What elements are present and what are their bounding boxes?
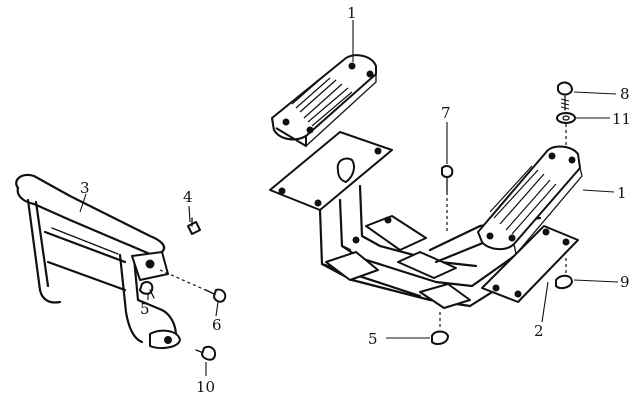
bolt-4 xyxy=(187,217,201,235)
footrest-frame xyxy=(269,131,579,309)
bolt-6 xyxy=(159,269,227,303)
bolt-7 xyxy=(441,165,454,232)
bolt-5-left xyxy=(139,281,155,299)
callout-1-left-footboard: 1 xyxy=(347,4,357,22)
callout-3: 3 xyxy=(80,179,90,197)
callout-labels: 1 1 2 3 4 5 5 6 7 8 9 10 11 xyxy=(80,4,631,396)
callout-5-bottom: 5 xyxy=(368,330,378,348)
callout-10: 10 xyxy=(196,378,215,396)
callout-4: 4 xyxy=(183,188,193,206)
callout-5-left: 5 xyxy=(140,300,150,318)
callout-11: 11 xyxy=(612,110,631,128)
nut-5-bottom xyxy=(431,312,449,345)
footboard-right xyxy=(477,145,583,256)
callout-7: 7 xyxy=(441,104,451,122)
washer-11 xyxy=(556,112,576,148)
nut-9 xyxy=(555,258,573,290)
callout-9: 9 xyxy=(620,273,630,291)
bolt-10 xyxy=(195,345,216,361)
bolt-8 xyxy=(557,81,573,111)
front-guard xyxy=(15,173,181,349)
leader-lines xyxy=(79,20,619,376)
callout-2: 2 xyxy=(534,322,544,340)
callout-6: 6 xyxy=(212,316,222,334)
callout-8: 8 xyxy=(620,85,630,103)
footboard-left xyxy=(271,54,377,148)
callout-1-right-footboard: 1 xyxy=(617,184,627,202)
